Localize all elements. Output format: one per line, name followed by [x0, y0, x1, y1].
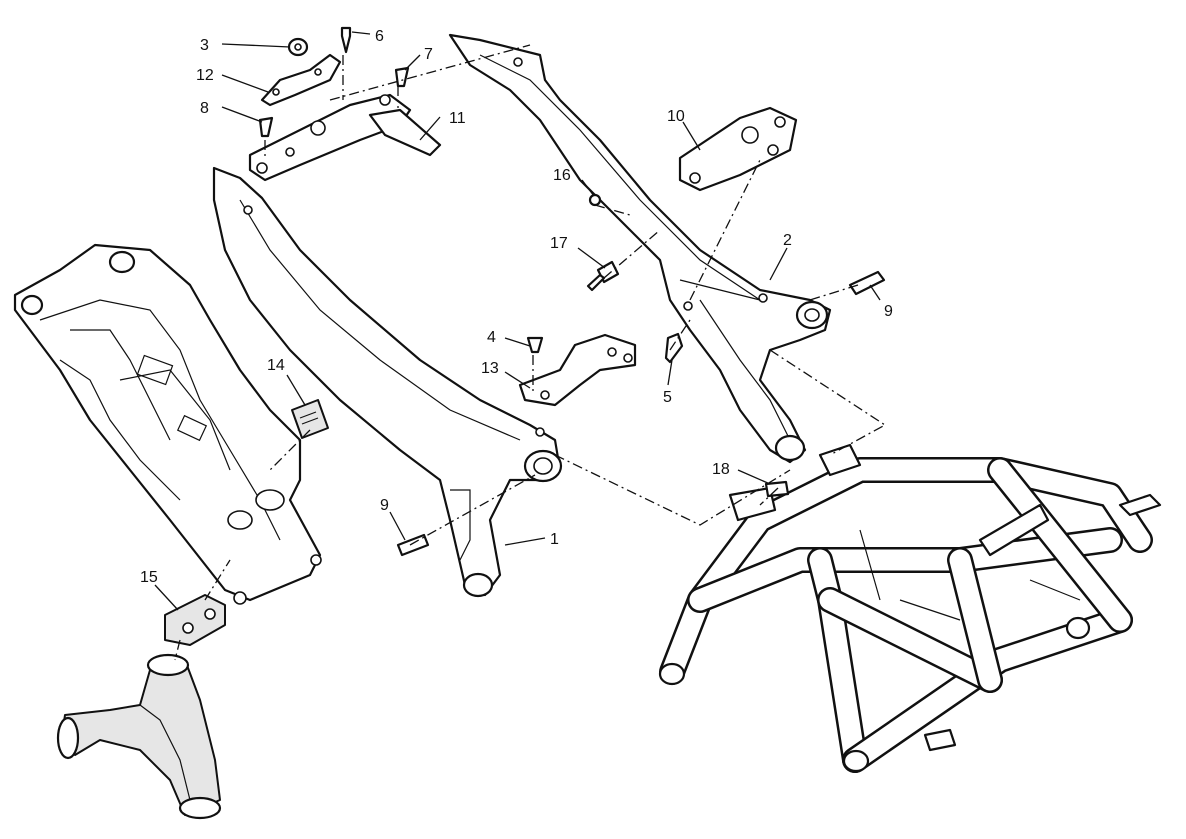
- callout-labels: 3 6 7 12 8 11 10 16 17 2 9 4 13 5 14 18 …: [140, 28, 893, 586]
- callout-14: 14: [267, 357, 285, 374]
- callout-2: 2: [783, 232, 792, 249]
- callout-10: 10: [667, 108, 685, 125]
- callout-7: 7: [424, 46, 433, 63]
- bracket-10: [678, 106, 798, 192]
- y-duct: [56, 653, 222, 820]
- pad-14: [291, 399, 329, 439]
- callout-9-right: 9: [884, 303, 893, 320]
- main-frame: [658, 443, 1162, 773]
- callout-6: 6: [375, 28, 384, 45]
- gasket-15: [164, 594, 226, 646]
- mid-bracket-13: [518, 333, 637, 407]
- callout-4: 4: [487, 329, 496, 346]
- callout-1: 1: [550, 531, 559, 548]
- callout-12: 12: [196, 67, 214, 84]
- callout-9-left: 9: [380, 497, 389, 514]
- rear-undertray: [13, 243, 322, 605]
- construction-lines: [174, 44, 887, 661]
- callout-15: 15: [140, 569, 158, 586]
- upper-bracket-assembly: [248, 26, 442, 182]
- left-subframe-rail: [212, 166, 563, 598]
- callout-17: 17: [550, 235, 568, 252]
- callout-11: 11: [449, 110, 466, 127]
- callout-leaders: [154, 31, 881, 611]
- callout-8: 8: [200, 100, 209, 117]
- callout-5: 5: [663, 389, 672, 406]
- fasteners: [396, 193, 886, 557]
- callout-16: 16: [553, 167, 571, 184]
- callout-13: 13: [481, 360, 499, 377]
- right-subframe-rail: [448, 33, 832, 464]
- callout-18: 18: [712, 461, 730, 478]
- callout-3: 3: [200, 37, 209, 54]
